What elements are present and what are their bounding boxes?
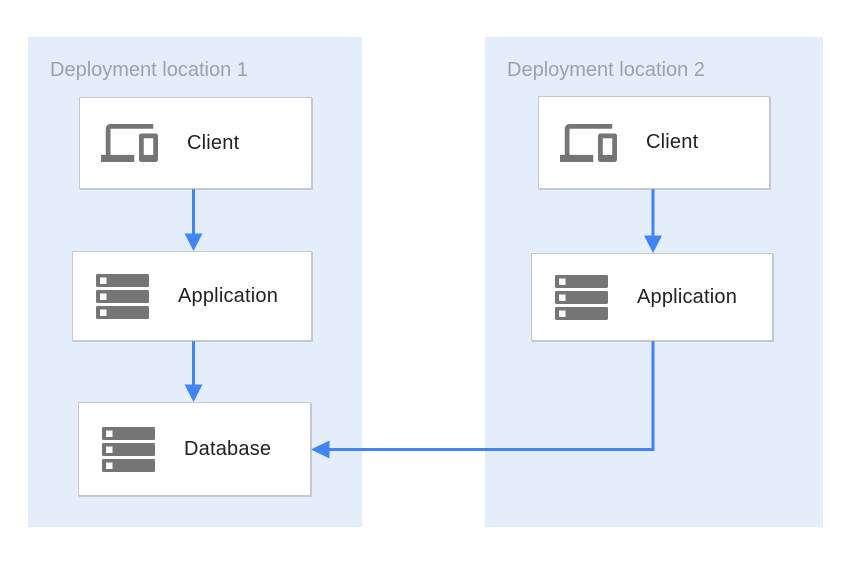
node-label: Application xyxy=(637,285,738,308)
node-client-2: Client xyxy=(538,96,770,189)
node-label: Client xyxy=(646,131,699,153)
storage-icon xyxy=(102,426,155,472)
node-client-1: Client xyxy=(79,97,312,189)
storage-icon xyxy=(96,273,149,319)
devices-icon xyxy=(101,124,158,162)
group-title-2: Deployment location 2 xyxy=(507,59,705,81)
node-application-2: Application xyxy=(531,253,773,341)
node-label: Client xyxy=(187,131,240,154)
node-label: Database xyxy=(184,437,272,460)
node-label: Application xyxy=(178,284,279,307)
storage-icon xyxy=(555,274,608,320)
node-application-1: Application xyxy=(72,251,312,341)
node-database-1: Database xyxy=(78,402,311,496)
group-title-1: Deployment location 1 xyxy=(50,59,248,81)
devices-icon xyxy=(560,123,617,162)
